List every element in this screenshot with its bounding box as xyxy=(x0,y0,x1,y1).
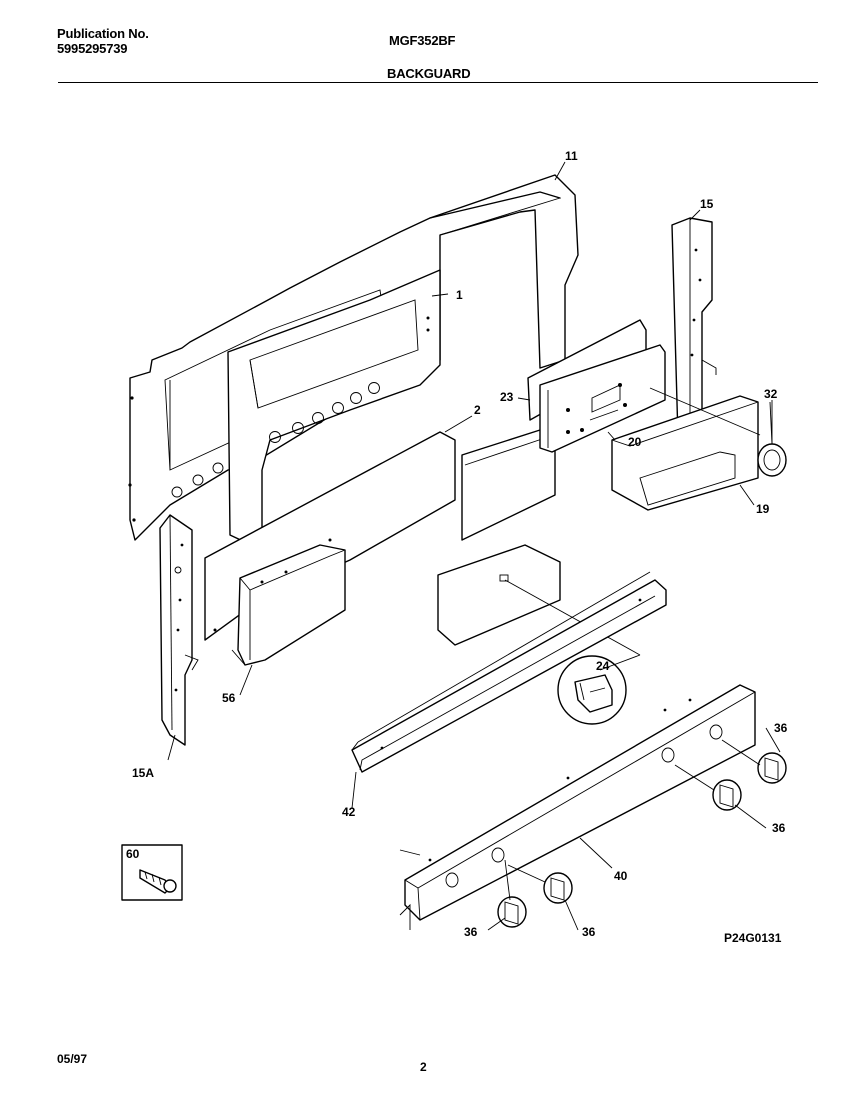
callout-23: 23 xyxy=(500,390,514,404)
callout-36-b: 36 xyxy=(582,925,596,939)
callout-labels: 1 2 11 15 15A 19 20 23 24 32 36 36 36 36… xyxy=(126,149,788,945)
callout-40: 40 xyxy=(614,869,628,883)
leader-lines xyxy=(167,161,781,931)
callout-60: 60 xyxy=(126,847,140,861)
publication-number: 5995295739 xyxy=(57,41,128,56)
callout-11: 11 xyxy=(565,149,578,163)
lower-panel xyxy=(437,544,641,656)
callout-36-c: 36 xyxy=(772,821,786,835)
callout-36-d: 36 xyxy=(774,721,788,735)
screw-detail xyxy=(121,844,183,901)
callout-36-a: 36 xyxy=(464,925,478,939)
model-number: MGF352BF xyxy=(389,33,456,48)
manifold-bracket xyxy=(351,571,667,773)
burner-knob-3 xyxy=(712,779,742,811)
section-title: BACKGUARD xyxy=(387,66,471,81)
side-bracket xyxy=(231,544,346,666)
callout-2: 2 xyxy=(474,403,481,417)
callout-20: 20 xyxy=(628,435,642,449)
callout-32: 32 xyxy=(764,387,778,401)
callout-24: 24 xyxy=(596,659,610,673)
burner-knob-2 xyxy=(543,872,573,904)
left-end-bracket xyxy=(159,514,199,746)
callout-15a: 15A xyxy=(132,766,154,780)
burner-knob-4 xyxy=(757,752,787,784)
callout-1: 1 xyxy=(456,288,463,302)
control-panel-rail xyxy=(399,684,756,930)
clock-assembly xyxy=(527,319,666,453)
switch-detail xyxy=(557,655,627,725)
drawing-code: P24G0131 xyxy=(724,931,782,945)
header-rule xyxy=(58,82,818,83)
burner-knob-1 xyxy=(497,896,527,928)
control-panel-trim xyxy=(611,387,761,511)
callout-56: 56 xyxy=(222,691,236,705)
publication-label: Publication No. xyxy=(57,26,149,41)
callout-42: 42 xyxy=(342,805,356,819)
callout-19: 19 xyxy=(756,502,770,516)
page-number: 2 xyxy=(420,1060,427,1074)
callout-15: 15 xyxy=(700,197,714,211)
footer-date: 05/97 xyxy=(57,1052,88,1066)
